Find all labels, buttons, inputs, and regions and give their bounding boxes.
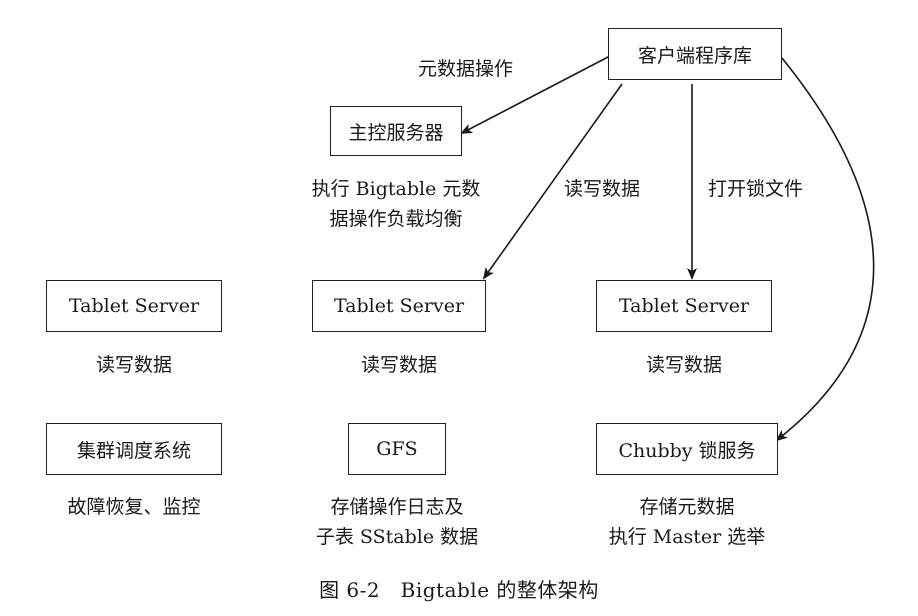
gfs-box: GFS (348, 423, 446, 475)
tablet-server-2-description: 读写数据 (360, 354, 437, 376)
figure-caption: 图 6-2 Bigtable 的整体架构 (319, 578, 599, 602)
arrow-client-to-chubby (775, 57, 875, 442)
master-description-line-2: 据操作负载均衡 (329, 208, 463, 230)
chubby-lock-service-box: Chubby 锁服务 (596, 423, 778, 475)
tablet-server-1-description: 读写数据 (95, 354, 172, 376)
gfs-description: 存储操作日志及 子表 SStable 数据 (290, 492, 504, 552)
chubby-description: 存储元数据 执行 Master 选举 (580, 492, 794, 552)
edge-label-open-lock-file: 打开锁文件 (708, 178, 804, 200)
master-server-box: 主控服务器 (330, 106, 462, 156)
tablet-server-box-3: Tablet Server (596, 280, 772, 332)
master-description-line-1: 执行 Bigtable 元数 (311, 178, 481, 200)
cluster-scheduler-description: 故障恢复、监控 (67, 496, 201, 518)
tablet-server-box-2: Tablet Server (312, 280, 486, 332)
client-library-box: 客户端程序库 (608, 28, 782, 80)
arrow-client-to-tablet-server (482, 83, 623, 280)
arrow-client-to-master (460, 55, 611, 134)
edge-label-metadata-ops: 元数据操作 (418, 58, 514, 80)
edge-label-read-write-data: 读写数据 (564, 178, 641, 200)
gfs-description-line-1: 存储操作日志及 (330, 496, 464, 518)
tablet-server-box-1: Tablet Server (46, 280, 222, 332)
master-description: 执行 Bigtable 元数 据操作负载均衡 (286, 174, 506, 234)
tablet-server-3-description: 读写数据 (645, 354, 722, 376)
chubby-description-line-1: 存储元数据 (639, 496, 735, 518)
gfs-description-line-2: 子表 SStable 数据 (315, 526, 479, 548)
chubby-description-line-2: 执行 Master 选举 (608, 526, 766, 548)
cluster-scheduler-box: 集群调度系统 (46, 423, 222, 475)
